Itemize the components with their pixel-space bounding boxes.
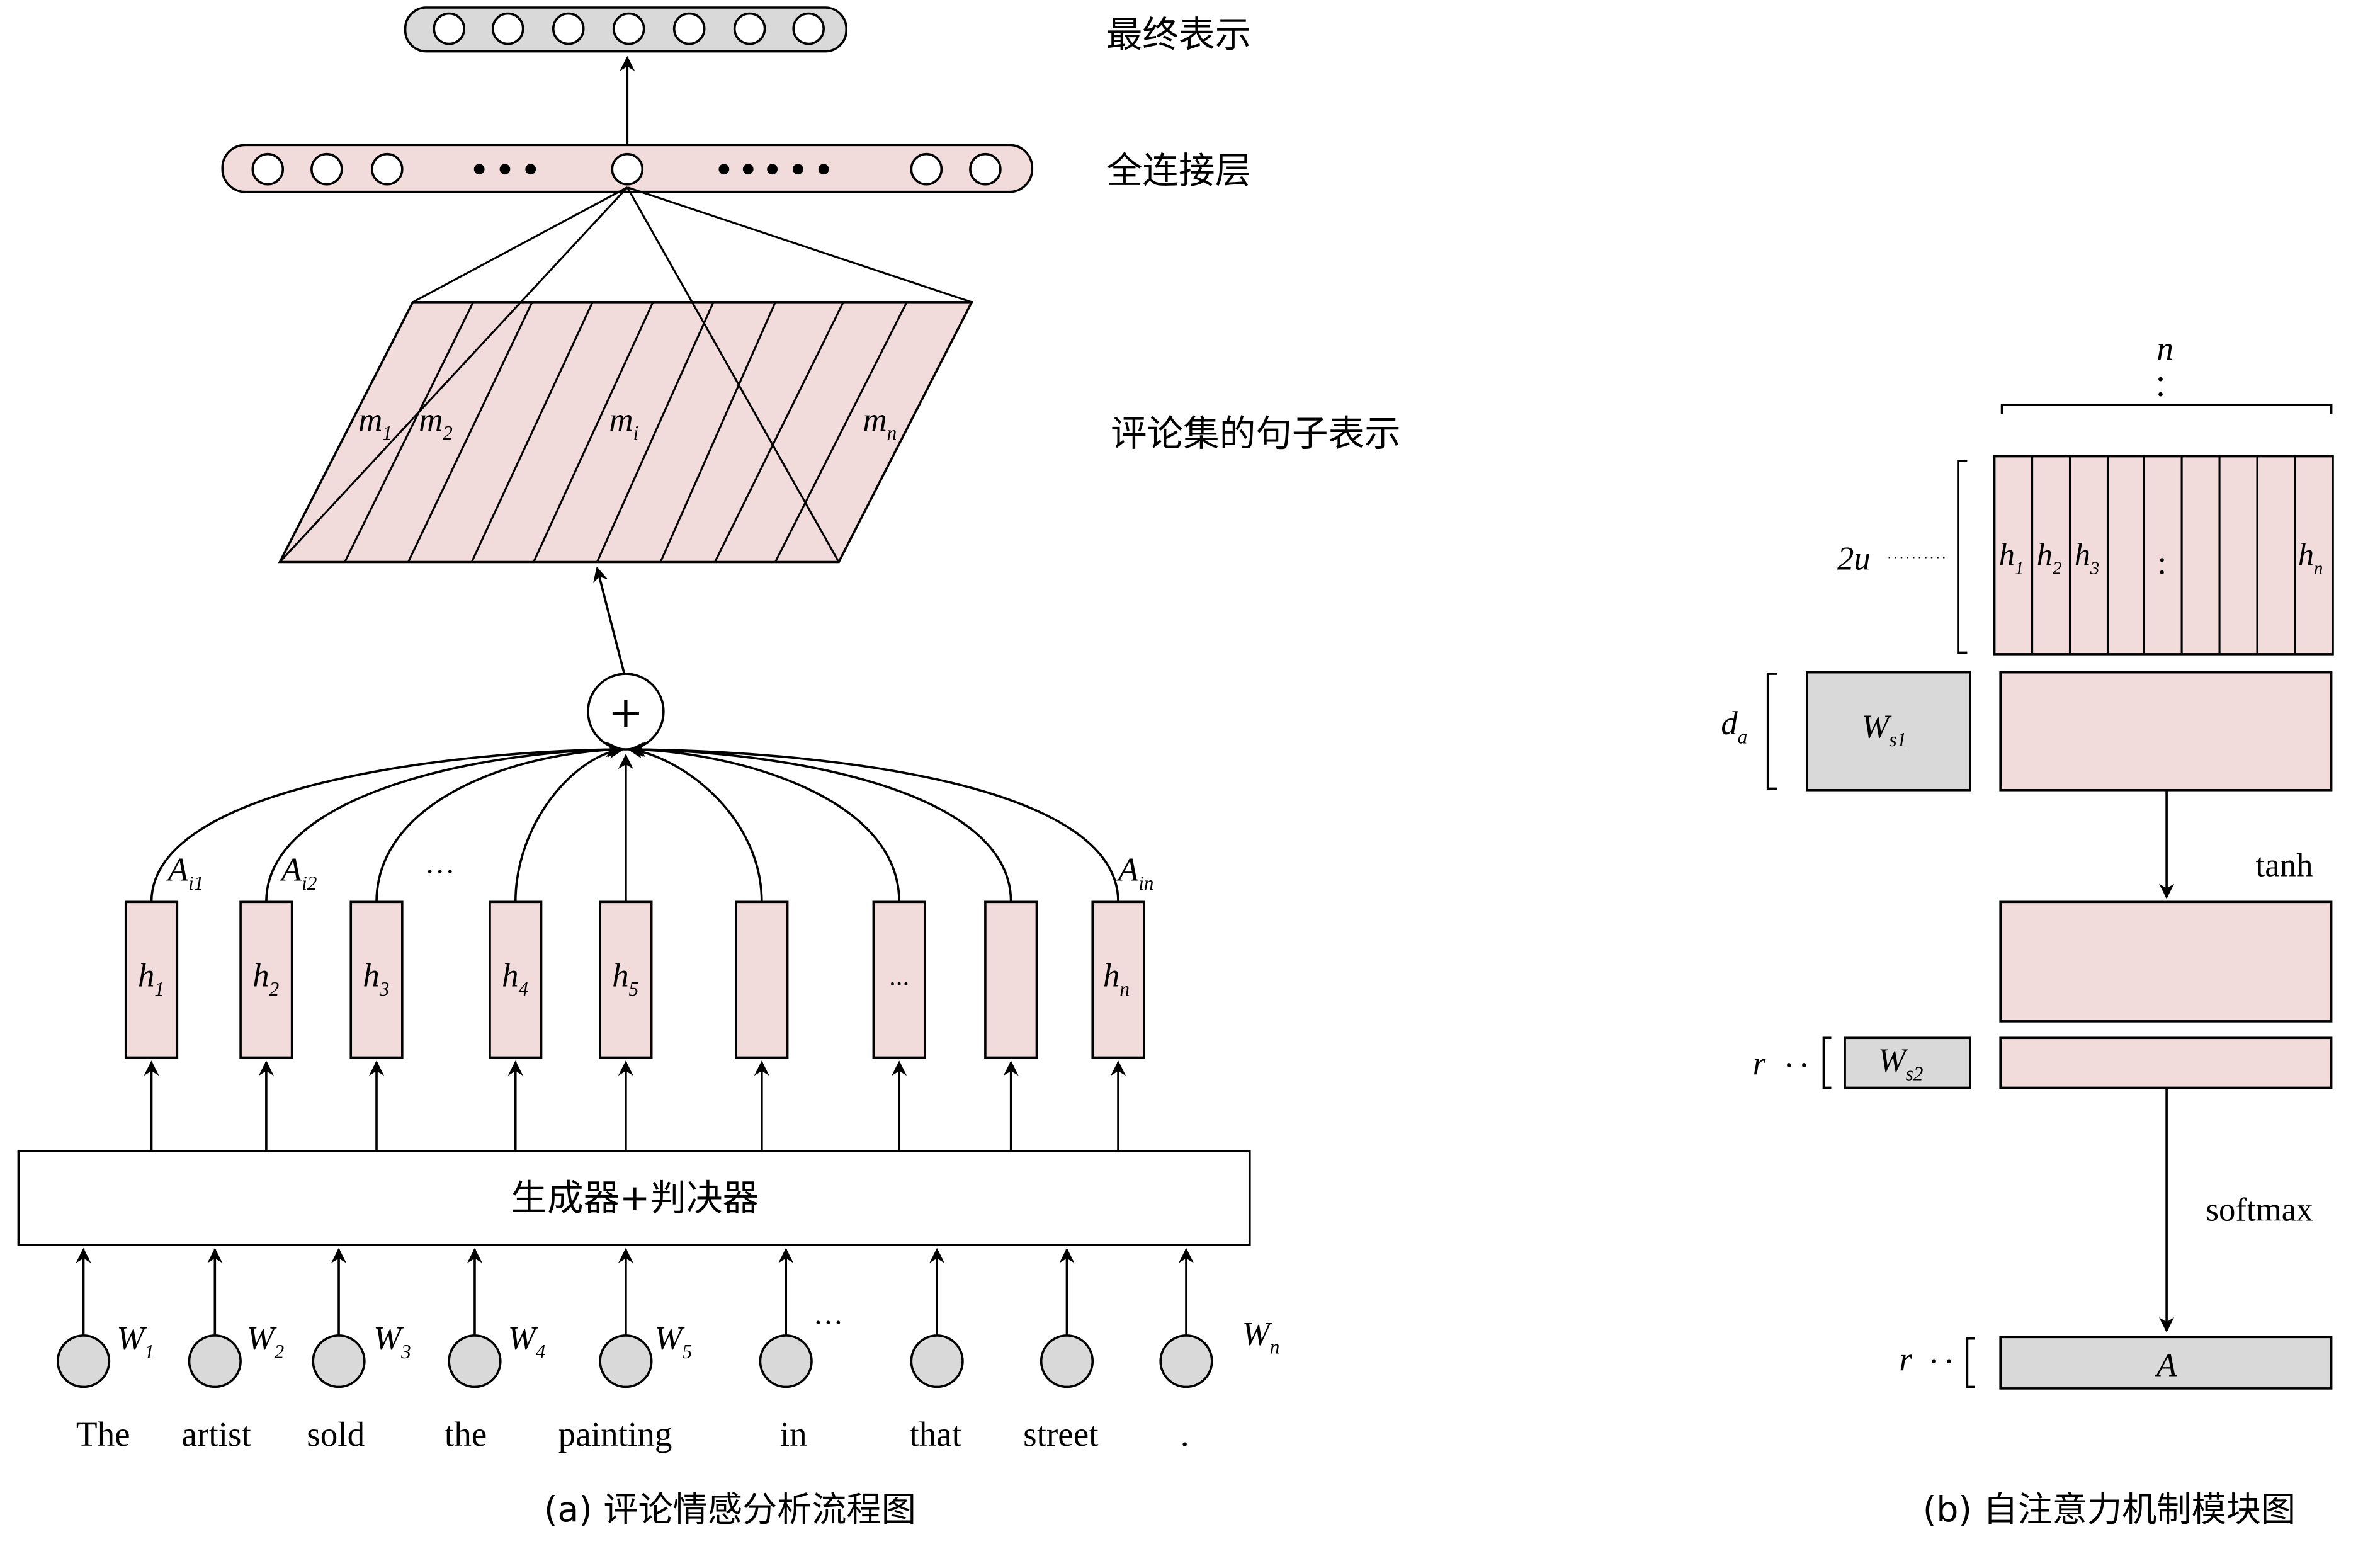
attn-label-ai2: Ai2 — [280, 852, 317, 894]
w-label-1: W1 — [116, 1320, 154, 1363]
ws1-label: Ws1 — [1861, 708, 1907, 751]
word-2: artist — [182, 1415, 251, 1453]
word-1: The — [76, 1415, 130, 1453]
final-representation-bar — [404, 6, 847, 53]
word-8: street — [1023, 1415, 1098, 1453]
w-label-n: Wn — [1242, 1315, 1280, 1358]
svg-text:h5: h5 — [612, 958, 638, 1000]
caption-b: (b) 自注意力机制模块图 — [1923, 1490, 2296, 1530]
caption-a: (a) 评论情感分析流程图 — [544, 1490, 916, 1530]
hidden-states: h1 h2 h3 h4 h5 — [124, 900, 1145, 1059]
two-u-label: 2u — [1837, 541, 1871, 577]
tanh-label: tanh — [2256, 848, 2313, 884]
word-4: the — [445, 1415, 487, 1453]
w-label-5: W5 — [654, 1320, 692, 1363]
h-col-n: hn — [2298, 536, 2323, 578]
svg-text:h4: h4 — [502, 958, 528, 1000]
n-dots — [2158, 377, 2163, 397]
h-col-3: h3 — [2075, 536, 2100, 578]
ws1-box: Ws1 — [1806, 671, 1971, 792]
w-label-4: W4 — [508, 1320, 546, 1363]
da-bracket — [1766, 673, 1777, 790]
n-label: n — [2156, 331, 2173, 367]
sum-symbol: + — [608, 688, 643, 737]
hidden-box-h3: h3 — [349, 900, 404, 1059]
r-label-a: r — [1899, 1341, 1912, 1378]
word-9: . — [1181, 1415, 1189, 1453]
panel-a: 最终表示 全连接层 — [17, 6, 1401, 1530]
r-dots-ws2 — [1786, 1063, 1806, 1067]
h-col-dots: : — [2158, 545, 2167, 582]
hidden-box-h4: h4 — [489, 900, 543, 1059]
fully-connected-bar — [221, 144, 1034, 193]
hidden-box-h5: h5 — [599, 900, 653, 1059]
hidden-box-h2: h2 — [239, 900, 293, 1059]
generator-discriminator-label: 生成器+判决器 — [511, 1177, 759, 1219]
ws2-product — [1999, 1036, 2333, 1089]
attention-curves — [150, 742, 1119, 902]
two-u-bracket — [1957, 459, 1968, 654]
tanh-output — [1999, 900, 2333, 1023]
label-final-representation: 最终表示 — [1106, 13, 1251, 55]
a-label: A — [2155, 1348, 2177, 1384]
w-label-3: W3 — [373, 1320, 411, 1363]
w-label-2: W2 — [247, 1320, 285, 1363]
word-5: painting — [558, 1415, 672, 1453]
word-6: in — [780, 1415, 807, 1453]
label-sentence-representation: 评论集的句子表示 — [1111, 412, 1401, 455]
hidden-box-hn: hn — [1091, 900, 1145, 1059]
r-bracket-a — [1966, 1337, 1975, 1388]
softmax-label: softmax — [2206, 1192, 2313, 1229]
svg-text:hn: hn — [1103, 958, 1130, 1000]
sentence-representation-block — [278, 186, 974, 564]
hidden-box-h1: h1 — [124, 900, 179, 1059]
arrows-generator-to-hidden — [144, 1060, 1126, 1152]
generator-discriminator-box: 生成器+判决器 — [17, 1150, 1251, 1246]
ws2-box: Ws2 — [1844, 1036, 1971, 1089]
ws2-label: Ws2 — [1878, 1042, 1924, 1084]
input-words: The artist sold the painting in that str… — [76, 1415, 1189, 1453]
attn-label-ai1: Ai1 — [166, 852, 203, 894]
h-matrix — [1993, 455, 2334, 656]
sum-node: + — [587, 673, 665, 751]
panel-b: n 2u h1 h2 h3 : hn da — [1721, 331, 2334, 1530]
arrows-words-to-generator — [76, 1247, 1194, 1336]
w-label-ellipsis: ··· — [813, 1306, 843, 1339]
attention-matrix-a: A — [1999, 1336, 2333, 1390]
word-7: that — [909, 1415, 961, 1453]
svg-text:h1: h1 — [138, 958, 164, 1000]
hidden-box-6 — [735, 900, 789, 1059]
mem-label-mn: mn — [863, 402, 897, 444]
word-embedding-nodes — [56, 1334, 1213, 1388]
svg-text:...: ... — [889, 962, 909, 991]
n-brace — [2000, 404, 2333, 414]
mem-label-mi: mi — [609, 402, 639, 444]
r-dots-a — [1932, 1359, 1951, 1364]
mem-label-m2: m2 — [419, 402, 453, 444]
label-fully-connected: 全连接层 — [1106, 149, 1251, 191]
mem-label-m1: m1 — [358, 402, 392, 444]
r-label-ws2: r — [1753, 1045, 1766, 1082]
attn-label-ellipsis: … — [425, 847, 455, 880]
svg-text:h2: h2 — [252, 958, 279, 1000]
r-bracket-ws2 — [1822, 1036, 1832, 1089]
da-label: da — [1721, 705, 1747, 747]
h-col-1: h1 — [1999, 536, 2024, 578]
svg-text:h3: h3 — [363, 958, 389, 1000]
h-col-2: h2 — [2037, 536, 2062, 578]
attn-label-ain: Ain — [1116, 852, 1153, 894]
arrow-sum-to-sentences — [593, 566, 626, 674]
ws1-h-product — [1999, 671, 2333, 792]
word-3: sold — [307, 1415, 365, 1453]
hidden-box-ellipsis: ... — [872, 900, 926, 1059]
hidden-box-8 — [984, 900, 1038, 1059]
